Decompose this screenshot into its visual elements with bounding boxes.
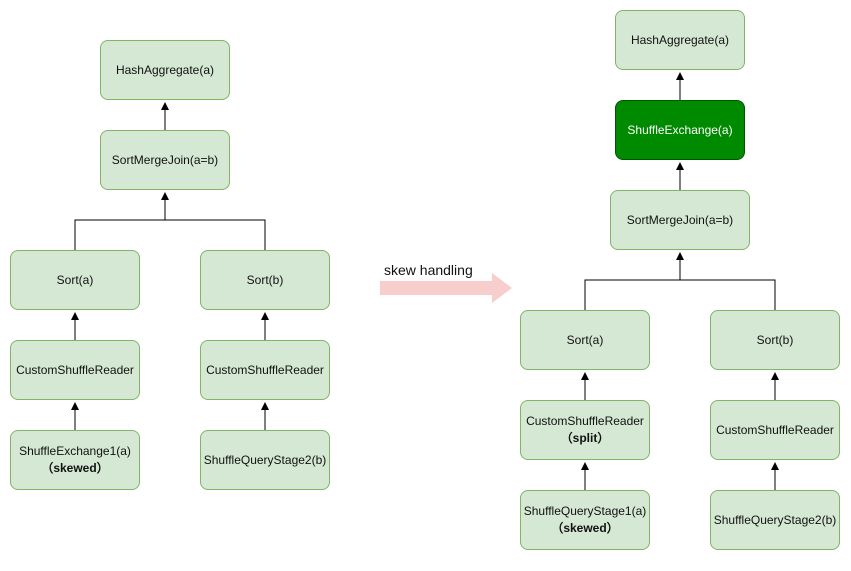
left-reader-a-node: CustomShuffleReader (10, 340, 140, 400)
left-hash-aggregate-label: HashAggregate(a) (115, 62, 215, 77)
left-hash-aggregate-node: HashAggregate(a) (100, 40, 230, 100)
right-sort-a-node: Sort(a) (520, 310, 650, 370)
right-stage-a-node: ShuffleQueryStage1(a) （skewed） (520, 490, 650, 550)
left-sort-merge-join-label: SortMergeJoin(a=b) (111, 152, 219, 167)
right-sort-merge-join-node: SortMergeJoin(a=b) (610, 190, 750, 250)
left-exchange-a-label: ShuffleExchange1(a) (19, 444, 131, 458)
right-hash-aggregate-label: HashAggregate(a) (630, 32, 730, 47)
left-exchange-a-node: ShuffleExchange1(a) （skewed） (10, 430, 140, 490)
left-exchange-a-note: （skewed） (41, 461, 109, 475)
right-stage-a-note: （skewed） (551, 521, 619, 535)
right-stage-b-label: ShuffleQueryStage2(b) (713, 512, 837, 527)
right-sort-b-label: Sort(b) (756, 332, 794, 347)
left-reader-b-label: CustomShuffleReader (206, 362, 324, 377)
left-reader-a-label: CustomShuffleReader (16, 362, 134, 377)
right-reader-a-node: CustomShuffleReader （split） (520, 400, 650, 460)
transition-label: skew handling (384, 262, 473, 278)
transition-arrow (380, 273, 512, 303)
left-sort-a-label: Sort(a) (56, 272, 94, 287)
right-reader-a-note: （split） (560, 431, 610, 445)
left-stage-b-node: ShuffleQueryStage2(b) (200, 430, 330, 490)
edge-left-sorts-to-join (74, 219, 266, 250)
right-sort-b-node: Sort(b) (710, 310, 840, 370)
left-sort-b-label: Sort(b) (246, 272, 284, 287)
left-sort-a-node: Sort(a) (10, 250, 140, 310)
right-shuffle-exchange-node: ShuffleExchange(a) (615, 100, 745, 160)
left-sort-b-node: Sort(b) (200, 250, 330, 310)
right-reader-b-node: CustomShuffleReader (710, 400, 840, 460)
left-sort-merge-join-node: SortMergeJoin(a=b) (100, 130, 230, 190)
edge-right-sorts-to-join (584, 279, 776, 310)
right-stage-b-node: ShuffleQueryStage2(b) (710, 490, 840, 550)
right-reader-a-label: CustomShuffleReader (526, 414, 644, 428)
right-stage-a-label: ShuffleQueryStage1(a) (523, 504, 647, 518)
left-stage-b-label: ShuffleQueryStage2(b) (203, 452, 327, 467)
right-shuffle-exchange-label: ShuffleExchange(a) (627, 122, 733, 137)
left-reader-b-node: CustomShuffleReader (200, 340, 330, 400)
right-hash-aggregate-node: HashAggregate(a) (615, 10, 745, 70)
right-sort-a-label: Sort(a) (566, 332, 604, 347)
right-sort-merge-join-label: SortMergeJoin(a=b) (626, 212, 734, 227)
right-reader-b-label: CustomShuffleReader (716, 422, 834, 437)
